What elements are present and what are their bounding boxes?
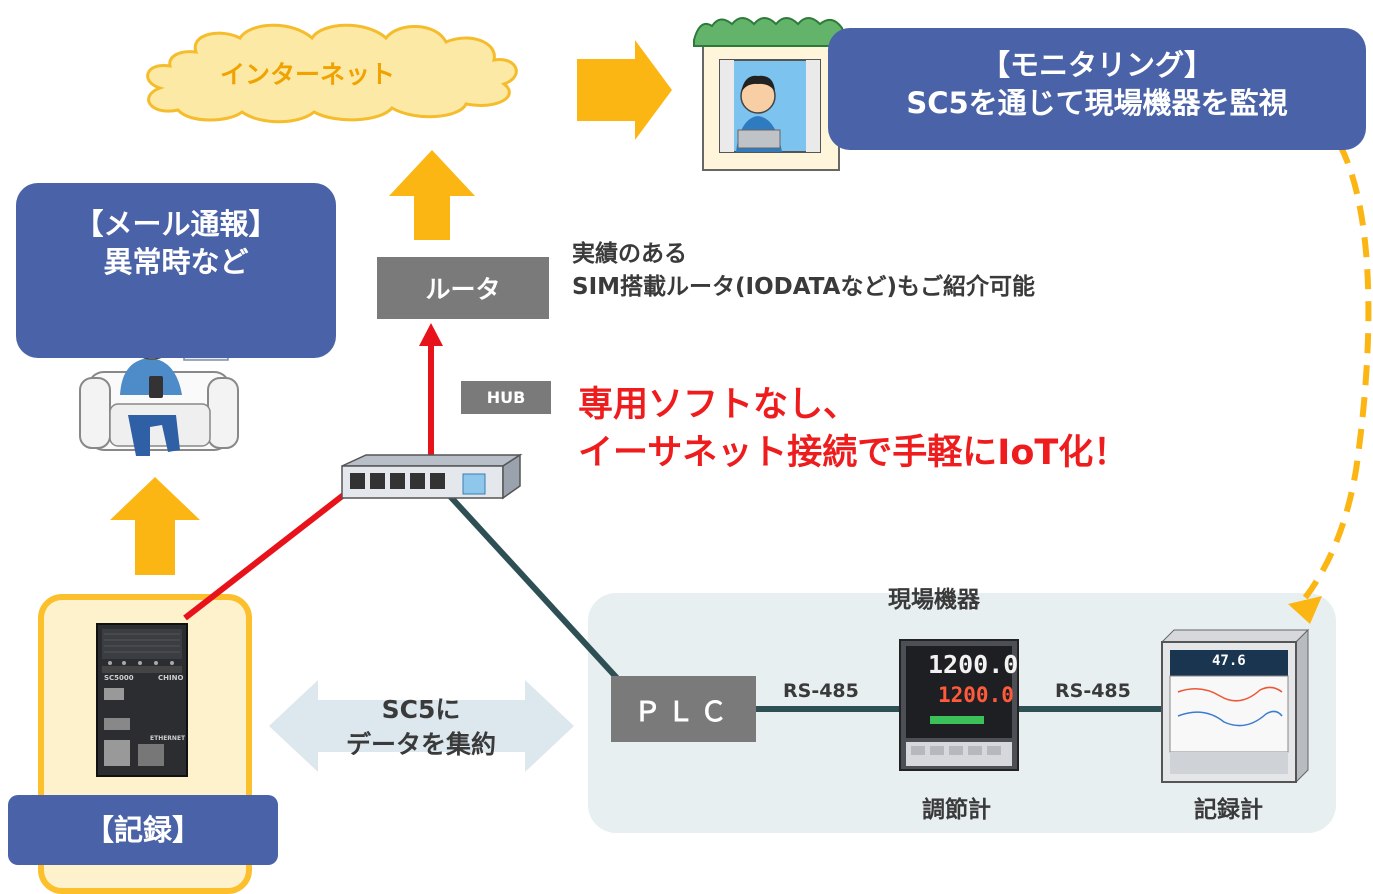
plc-label: ＰＬＣ: [634, 696, 733, 728]
router-note-line2: SIM搭載ルータ(IODATAなど)もご紹介可能: [572, 274, 1035, 301]
chart-recorder-label: 記録計: [1194, 797, 1263, 823]
router-note: 実績のある SIM搭載ルータ(IODATAなど)もご紹介可能: [572, 238, 1035, 305]
recorder-reading-display: 47.6: [1212, 653, 1246, 669]
arrow-right-to-monitoring: [577, 40, 672, 140]
mail-title: 【メール通報】: [74, 207, 278, 241]
monitoring-to-recorder-dashed-line: [1302, 143, 1372, 600]
rs485-label-1: RS-485: [783, 680, 859, 702]
router-note-line1: 実績のある: [572, 241, 687, 267]
mail-notification-box: 【メール通報】 異常時など: [16, 183, 336, 358]
router-box: ルータ: [377, 257, 549, 319]
temperature-controller-image: [899, 639, 1019, 771]
mail-person-illustration: [79, 305, 259, 456]
internet-cloud-shape: [146, 23, 518, 124]
hub-label-box: HUB: [461, 381, 551, 414]
internet-label: インターネット: [220, 60, 396, 89]
field-equipment-title: 現場機器: [888, 587, 980, 613]
headline-line2: イーサネット接続で手軽にIoT化！: [578, 432, 1129, 473]
headline: 専用ソフトなし、 イーサネット接続で手軽にIoT化！: [578, 382, 1128, 477]
chart-recorder-image: [1160, 628, 1310, 784]
red-arrowhead-router: [419, 323, 443, 346]
aggregate-line2: データを集約: [345, 730, 496, 759]
aggregate-double-arrow: [269, 680, 574, 772]
arrow-up-recorder-to-mail: [110, 477, 200, 575]
sc5000-device-image: [96, 623, 188, 777]
ethernet-cable-hub-to-plc: [445, 491, 630, 692]
recorder-label-box: 【記録】: [8, 795, 278, 865]
monitoring-subtitle: SC5を通じて現場機器を監視: [906, 86, 1288, 121]
device-model-label: SC5000: [104, 674, 134, 682]
controller-pv-display: 1200.0: [928, 650, 1019, 679]
controller-sv-display: 1200.0: [938, 683, 1014, 707]
device-brand-label: CHINO: [158, 674, 184, 682]
aggregate-line1: SC5に: [381, 695, 461, 724]
arrow-up-router-to-internet: [389, 150, 475, 240]
monitoring-title: 【モニタリング】: [980, 48, 1213, 82]
router-label: ルータ: [425, 275, 501, 304]
plc-box: ＰＬＣ: [611, 676, 756, 742]
headline-line1: 専用ソフトなし、: [578, 385, 859, 425]
device-ethernet-port-label: ETHERNET: [150, 735, 186, 742]
controller-label: 調節計: [922, 797, 991, 823]
ethernet-cable-recorder-to-hub: [183, 473, 370, 621]
rs485-label-2: RS-485: [1055, 680, 1131, 702]
aggregate-text: SC5に データを集約: [318, 692, 524, 762]
recorder-label: 【記録】: [84, 812, 201, 847]
network-hub-icon: [341, 453, 523, 500]
hub-label: HUB: [486, 388, 526, 407]
dashed-line-arrowhead: [1288, 596, 1322, 624]
monitoring-box: 【モニタリング】 SC5を通じて現場機器を監視: [828, 28, 1366, 150]
monitoring-house-illustration: [693, 17, 850, 171]
mail-subtitle: 異常時など: [103, 245, 249, 280]
